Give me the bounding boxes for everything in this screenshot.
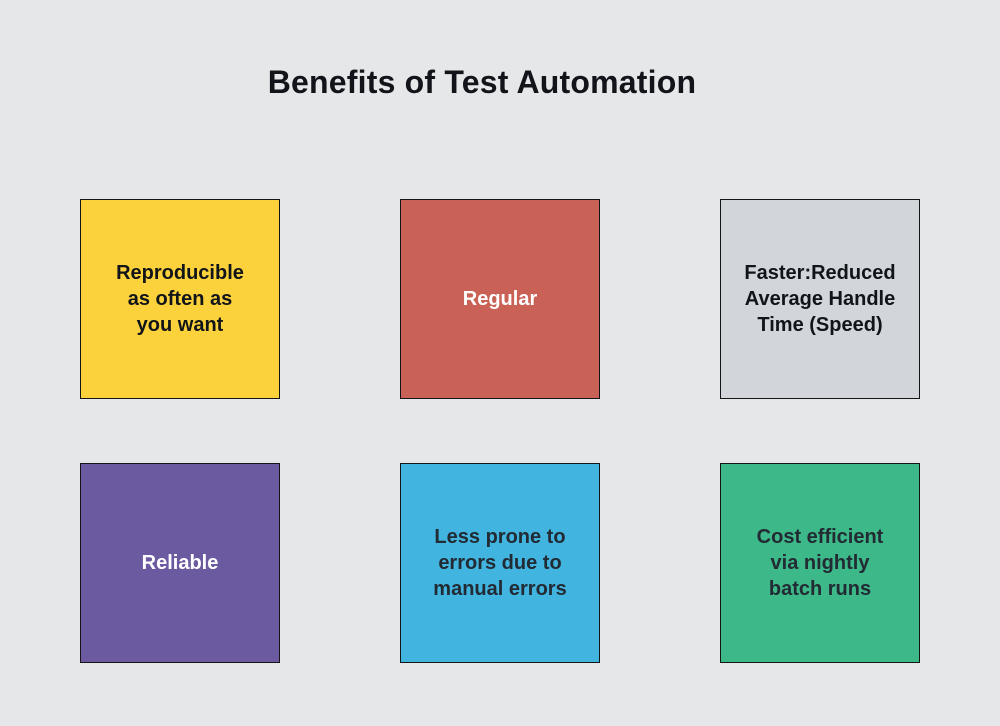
card-reproducible: Reproducible as often as you want bbox=[80, 199, 280, 399]
card-cost-efficient: Cost efficient via nightly batch runs bbox=[720, 463, 920, 663]
card-regular: Regular bbox=[400, 199, 600, 399]
card-faster: Faster:Reduced Average Handle Time (Spee… bbox=[720, 199, 920, 399]
page-title: Benefits of Test Automation bbox=[267, 64, 697, 100]
card-less-errors: Less prone to errors due to manual error… bbox=[400, 463, 600, 663]
card-reliable: Reliable bbox=[80, 463, 280, 663]
